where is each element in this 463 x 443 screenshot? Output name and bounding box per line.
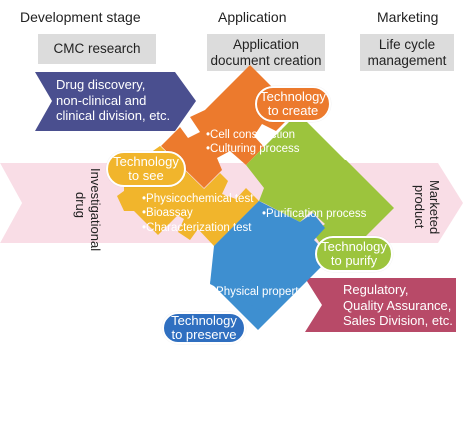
blue-item-1: •Physical property — [212, 285, 305, 298]
life-cycle-line2: management — [367, 52, 447, 68]
badge-preserve-line1: Technology — [171, 312, 237, 328]
badge-technology-to-create: Technology to create — [255, 86, 331, 122]
blue-item-4: development — [212, 415, 285, 428]
badge-see-line2: to see — [128, 168, 164, 183]
application-box-line1: Application — [232, 36, 300, 52]
green-item-1: •Purification process — [262, 208, 367, 220]
badge-technology-to-see: Technology to see — [106, 151, 186, 187]
pink-band-notch — [0, 163, 22, 243]
navy-arrow — [35, 72, 196, 131]
crimson-arrow-line1: Regulatory, — [343, 282, 409, 297]
badge-technology-to-preserve: Technology to preserve — [162, 312, 246, 344]
navy-arrow-line3: clinical division, etc. — [56, 108, 171, 124]
badge-preserve-line2: to preserve — [171, 327, 237, 342]
yellow-item-1: •Physicochemical test — [142, 193, 254, 205]
investigational-line2: drug — [72, 191, 88, 219]
badge-create-line1: Technology — [260, 88, 326, 104]
life-cycle-line1: Life cycle — [378, 36, 436, 52]
navy-arrow-line2: non-clinical and — [56, 92, 147, 108]
crimson-arrow-line2: Quality Assurance, — [343, 297, 452, 313]
blue-piece-text: •Physical property test •Formulation dev… — [212, 256, 304, 443]
cmc-research-label: CMC research — [53, 41, 141, 57]
badge-see-line1: Technology — [113, 153, 179, 169]
navy-arrow-line1: Drug discovery, — [56, 77, 146, 92]
orange-item-1: •Cell construction — [206, 129, 296, 141]
blue-puzzle-piece — [210, 201, 331, 330]
crimson-arrow-text: Regulatory, Quality Assurance, Sales Div… — [343, 282, 453, 329]
green-piece-text: •Purification process — [262, 207, 366, 221]
application-box-line2: document creation — [210, 52, 322, 68]
marketed-line1: Marketed — [426, 179, 442, 235]
marketed-line2: product — [411, 185, 427, 229]
crimson-arrow-line3: Sales Division, etc. — [343, 313, 453, 329]
badge-technology-to-purify: Technology to purify — [315, 236, 393, 272]
orange-item-2: •Culturing process — [206, 143, 300, 156]
life-cycle-box: Life cycle management — [360, 34, 454, 71]
crimson-arrow — [305, 278, 456, 332]
yellow-item-2: •Bioassay — [142, 207, 193, 220]
badge-create-line2: to create — [267, 103, 319, 118]
header-marketing: Marketing — [377, 9, 439, 25]
yellow-item-3: •Characterization test — [142, 221, 252, 234]
orange-piece-text: •Cell construction •Culturing process — [206, 128, 300, 157]
application-document-box: Application document creation — [207, 34, 325, 71]
badge-purify-line1: Technology — [321, 238, 387, 254]
investigational-line1: Investigational — [87, 168, 103, 252]
marketed-product-label: Marketed product — [411, 174, 442, 240]
green-puzzle-piece — [246, 111, 394, 253]
badge-purify-line2: to purify — [330, 253, 378, 268]
header-application: Application — [218, 9, 287, 25]
navy-arrow-text: Drug discovery, non-clinical and clinica… — [56, 77, 170, 124]
investigational-drug-label: Investigational drug — [72, 168, 103, 251]
yellow-piece-text: •Physicochemical test •Bioassay •Charact… — [142, 192, 253, 235]
blue-item-3: •Formulation — [212, 372, 277, 384]
cmc-research-box: CMC research — [38, 34, 156, 64]
header-development-stage: Development stage — [20, 9, 141, 25]
